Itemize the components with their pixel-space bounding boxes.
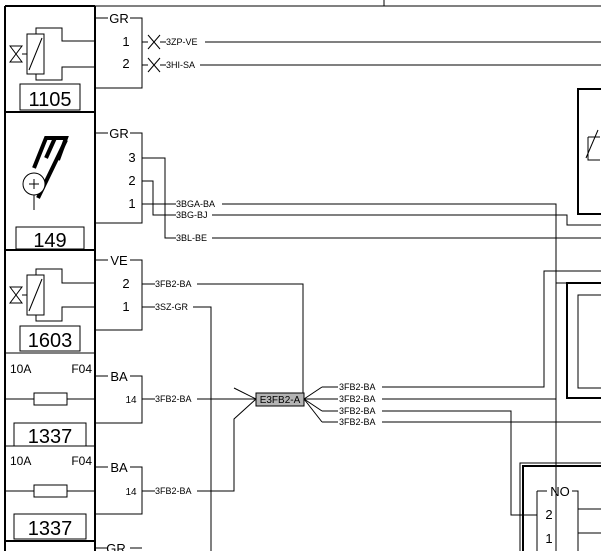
pin-label: 1: [545, 531, 552, 546]
component-149[interactable]: 149: [15, 136, 85, 252]
wire-3fb2-ba-a[interactable]: 3FB2-BA: [142, 394, 256, 404]
component-column: [4, 5, 96, 551]
wire-3fb2-ba-ve[interactable]: 3FB2-BA: [142, 279, 304, 396]
connector-gr-1105[interactable]: GR 1 2: [95, 11, 161, 89]
connector-label: BA: [110, 369, 128, 384]
pin-label: 1: [128, 196, 135, 211]
pin-label: 3: [128, 150, 135, 165]
pedal-symbol-icon: [22, 136, 69, 210]
wire-3zp-ve[interactable]: 3ZP-VE: [160, 37, 601, 47]
wire-3hi-sa[interactable]: 3HI-SA: [160, 60, 601, 70]
connector-gr-149[interactable]: GR 3 2 1: [95, 126, 143, 224]
component-label-1337: 1337: [28, 426, 73, 448]
fuse-1337-b[interactable]: 10A F04 1337: [5, 454, 95, 540]
plug-symbol-icon: [147, 34, 161, 73]
wire-label: 3FB2-BA: [339, 417, 376, 427]
component-1603[interactable]: 1603: [9, 268, 95, 352]
wire-label: 3BG-BJ: [176, 210, 208, 220]
component-right-middle: [566, 282, 601, 399]
wire-label: 3HI-SA: [166, 60, 195, 70]
connector-no-right[interactable]: NO 2 1: [536, 484, 601, 551]
connector-label: BA: [110, 460, 128, 475]
connector-ba-a[interactable]: BA 14: [95, 369, 143, 424]
wire-label: 3BGA-BA: [176, 199, 215, 209]
pin-label: 2: [545, 507, 552, 522]
wire-3bl-be[interactable]: 3BL-BE: [142, 157, 601, 243]
connector-label: VE: [110, 253, 128, 268]
splice-e3fb2-a[interactable]: E3FB2-A: [233, 386, 323, 423]
fuse-id: F04: [71, 362, 92, 376]
wire-label: 3FB2-BA: [339, 406, 376, 416]
wire-3fb2-ba-r4[interactable]: 3FB2-BA: [322, 417, 601, 427]
wire-3sz-gr[interactable]: 3SZ-GR: [142, 302, 212, 551]
wire-label: 3ZP-VE: [166, 37, 198, 47]
splice-label: E3FB2-A: [260, 395, 301, 406]
connector-ve-1603[interactable]: VE 2 1: [95, 253, 143, 331]
connector-label: GR: [106, 541, 126, 551]
fuse-symbol-icon: [5, 484, 95, 498]
pin-label: 2: [128, 173, 135, 188]
wire-label: 3FB2-BA: [155, 279, 192, 289]
wire-label: 3FB2-BA: [155, 394, 192, 404]
component-label-1603: 1603: [28, 330, 73, 352]
pin-label: 2: [122, 276, 129, 291]
component-right-top: [577, 88, 601, 215]
wire-label: 3FB2-BA: [155, 486, 192, 496]
pin-label: 14: [125, 395, 137, 406]
connector-label: NO: [550, 484, 570, 499]
connector-ba-b[interactable]: BA 14: [95, 460, 143, 515]
pin-label: 1: [122, 34, 129, 49]
wire-label: 3FB2-BA: [339, 394, 376, 404]
valve-symbol-icon: [9, 27, 95, 81]
fuse-1337-a[interactable]: 10A F04 1337: [5, 362, 95, 448]
connector-label: GR: [109, 11, 129, 26]
wire-label: 3FB2-BA: [339, 382, 376, 392]
connector-label: GR: [109, 126, 129, 141]
fuse-rating: 10A: [10, 454, 31, 468]
pin-label: 1: [122, 299, 129, 314]
fuse-symbol-icon: [5, 392, 95, 406]
component-label-1337: 1337: [28, 518, 73, 540]
component-label-1105: 1105: [28, 89, 71, 111]
component-1105[interactable]: 1105: [9, 27, 95, 111]
component-right-bottom: [519, 462, 601, 551]
wire-3bga-ba[interactable]: 3BGA-BA: [142, 199, 557, 551]
pin-label: 14: [125, 487, 137, 498]
component-label-149: 149: [33, 230, 66, 252]
fuse-id: F04: [71, 454, 92, 468]
wire-label: 3SZ-GR: [155, 302, 189, 312]
valve-symbol-icon: [9, 268, 95, 322]
connector-gr-bottom[interactable]: GR: [95, 541, 142, 551]
wire-3fb2-ba-b[interactable]: 3FB2-BA: [142, 398, 257, 496]
fuse-rating: 10A: [10, 362, 31, 376]
wire-label: 3BL-BE: [176, 233, 207, 243]
wire-3fb2-ba-r1[interactable]: 3FB2-BA: [322, 270, 601, 392]
pin-label: 2: [122, 56, 129, 71]
